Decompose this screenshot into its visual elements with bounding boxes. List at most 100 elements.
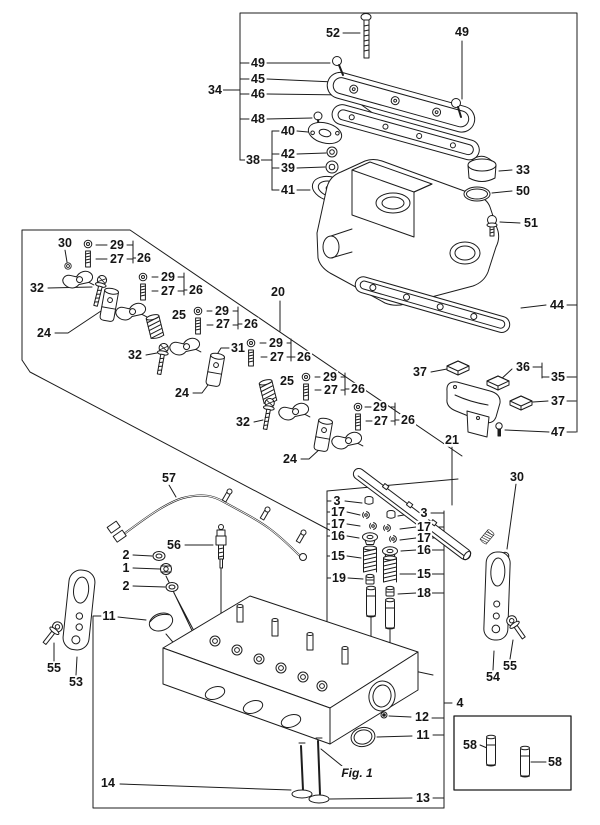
callout-54: 54 (485, 669, 501, 684)
filler-cap-33-part (467, 155, 497, 182)
shaft-spring (479, 528, 495, 545)
adjuster-screws-group (83, 239, 363, 431)
callout-25: 25 (171, 307, 187, 322)
callout-50: 50 (515, 183, 531, 198)
valve-parts-right-column (382, 510, 398, 630)
callout-45: 45 (250, 71, 266, 86)
callout-15: 15 (416, 566, 432, 581)
head-cover-body-part (316, 159, 500, 306)
callout-32: 32 (235, 414, 251, 429)
callout-30: 30 (57, 235, 73, 250)
callout-3: 3 (419, 505, 429, 520)
cylinder-head-part (162, 595, 419, 745)
rocker-shaft-21-part (352, 467, 472, 561)
callout-4: 4 (455, 695, 465, 710)
callout-18: 18 (416, 585, 432, 600)
valve-14-part (291, 742, 313, 799)
callout-27: 27 (109, 251, 125, 266)
callout-49: 49 (454, 24, 470, 39)
valve-guide-inset-box (453, 715, 572, 791)
callout-34: 34 (207, 82, 223, 97)
callout-2: 2 (121, 578, 131, 593)
callout-21: 21 (444, 432, 460, 447)
callout-37: 37 (550, 393, 566, 408)
callout-47: 47 (550, 424, 566, 439)
callout-33: 33 (515, 162, 531, 177)
callout-49: 49 (250, 55, 266, 70)
callout-56: 56 (166, 537, 182, 552)
callout-29: 29 (109, 237, 125, 252)
callout-3: 3 (332, 493, 342, 508)
bolt-51-part (486, 215, 498, 237)
valve-cover-part (326, 71, 476, 133)
callout-12: 12 (414, 709, 430, 724)
callout-17: 17 (330, 504, 346, 519)
callout-27: 27 (160, 283, 176, 298)
glow-plug-washers (152, 551, 179, 592)
plug-bolt-12-part (380, 711, 388, 719)
valve-13-part (308, 737, 330, 804)
callout-55: 55 (46, 660, 62, 675)
callout-53: 53 (68, 674, 84, 689)
callout-27: 27 (215, 316, 231, 331)
callout-38: 38 (245, 152, 261, 167)
callout-55: 55 (502, 658, 518, 673)
figure-caption: Fig. 1 (341, 766, 373, 780)
callout-31: 31 (230, 340, 246, 355)
callout-24: 24 (36, 325, 52, 340)
callout-58: 58 (547, 754, 563, 769)
valve-parts-left-column (361, 496, 378, 618)
callout-11: 11 (101, 608, 117, 623)
callout-13: 13 (415, 790, 431, 805)
callout-16: 16 (330, 528, 346, 543)
callout-14: 14 (100, 775, 116, 790)
callout-17: 17 (330, 516, 346, 531)
cup-plug-11-left (148, 612, 174, 632)
callout-58: 58 (462, 737, 478, 752)
callout-29: 29 (322, 369, 338, 384)
callout-57: 57 (161, 470, 177, 485)
callout-25: 25 (279, 373, 295, 388)
breather-plate-40-part (307, 121, 343, 145)
eye-bolt-55-left (42, 621, 63, 646)
cover-gasket-part (331, 104, 480, 161)
glow-plug-part (215, 524, 227, 569)
clip-30-left (64, 262, 72, 270)
callout-48: 48 (250, 111, 266, 126)
callout-32: 32 (29, 280, 45, 295)
callout-2: 2 (121, 547, 131, 562)
lifting-eye-right-part (483, 551, 511, 641)
callout-1: 1 (121, 560, 131, 575)
callout-17: 17 (416, 530, 432, 545)
callout-15: 15 (330, 548, 346, 563)
callout-20: 20 (270, 284, 286, 299)
cover-bolt-49-left (332, 56, 344, 76)
callout-35: 35 (550, 369, 566, 384)
callout-17: 17 (416, 519, 432, 534)
callout-30: 30 (509, 469, 525, 484)
callout-29: 29 (160, 269, 176, 284)
callout-39: 39 (280, 160, 296, 175)
callout-26: 26 (400, 412, 416, 427)
callout-26: 26 (188, 282, 204, 297)
callout-44: 44 (549, 297, 565, 312)
lifting-eye-left-part (62, 569, 96, 651)
callout-46: 46 (250, 86, 266, 101)
callout-24: 24 (282, 451, 298, 466)
callout-51: 51 (523, 215, 539, 230)
stud-bolt-52-part (360, 13, 372, 59)
callout-32: 32 (127, 347, 143, 362)
callout-42: 42 (280, 146, 296, 161)
cover-bolt-49-right (451, 98, 462, 118)
callout-27: 27 (323, 382, 339, 397)
top-assembly-bracket (221, 12, 578, 433)
callout-16: 16 (416, 542, 432, 557)
valve-group-brackets (53, 478, 547, 809)
shield-group-lines (430, 362, 577, 433)
callout-27: 27 (373, 413, 389, 428)
heat-shield-group (446, 360, 533, 438)
callout-26: 26 (136, 250, 152, 265)
callout-27: 27 (269, 349, 285, 364)
